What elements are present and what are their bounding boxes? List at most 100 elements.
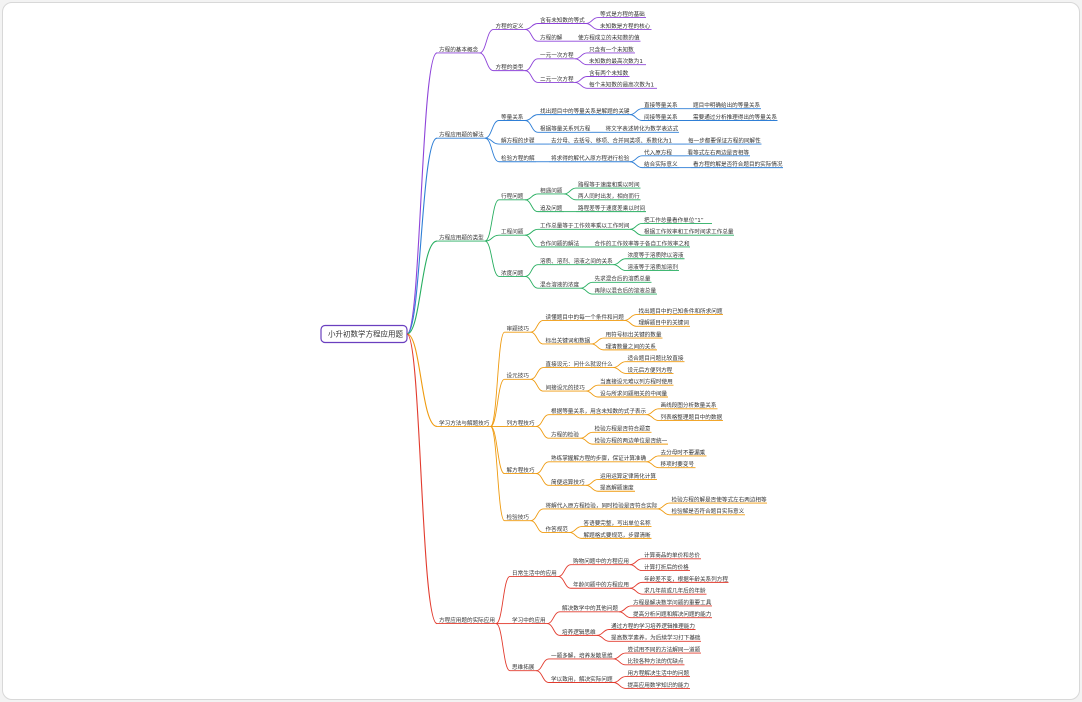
mindmap-node-level-5[interactable]: 需要通过分析推理得出的等量关系	[691, 113, 778, 121]
mindmap-node-level-4[interactable]: 检验方程的解是否使等式左右两边相等	[669, 495, 768, 504]
mindmap-node-level-1[interactable]: 方程应用题的类型	[437, 233, 485, 242]
mindmap-node-level-2[interactable]: 等量关系	[499, 113, 525, 121]
mindmap-node-level-4[interactable]: 等式是方程的基础	[598, 10, 646, 19]
mindmap-node-level-2[interactable]: 浓度问题	[499, 269, 525, 277]
mindmap-node-level-4[interactable]: 年龄差不变，根据年龄关系列方程	[642, 575, 729, 583]
mindmap-node-level-3[interactable]: 直接设元：问什么就设什么	[543, 360, 614, 368]
mindmap-node-level-3[interactable]: 根据等量关系，用含未知数的式子表示	[549, 407, 647, 416]
mindmap-node-level-4[interactable]: 求几年前或几年后的年龄	[642, 587, 707, 595]
mindmap-node-level-3[interactable]: 学以致用，解决实际问题	[549, 675, 614, 683]
mindmap-node-level-4[interactable]: 溶液等于溶质加溶剂	[625, 263, 680, 271]
mindmap-node-level-4[interactable]: 每个未知数的最高次数为1	[587, 81, 657, 89]
mindmap-node-level-4[interactable]: 列表格整理题目中的数据	[658, 413, 724, 422]
mindmap-node-level-4[interactable]: 计算打折后的价格	[642, 563, 690, 572]
mindmap-node-level-3[interactable]: 间接设元的技巧	[543, 384, 587, 392]
mindmap-node-level-4[interactable]: 计算商品的单价和总价	[642, 551, 701, 560]
mindmap-node-level-4[interactable]: 含有两个未知数	[587, 69, 630, 77]
mindmap-node-level-4[interactable]: 方程是解决数学问题的重要工具	[631, 598, 712, 607]
mindmap-node-level-3[interactable]: 找出题目中的等量关系是解题的关键	[538, 107, 630, 116]
mindmap-node-level-4[interactable]: 移项时要变号	[658, 460, 696, 469]
mindmap-node-level-3[interactable]: 作答规范	[543, 525, 570, 533]
mindmap-node-level-3[interactable]: 培养逻辑思维	[560, 628, 597, 636]
mindmap-node-level-4[interactable]: 先求混合后的溶质总量	[592, 275, 652, 283]
mindmap-node-level-1[interactable]: 方程应用题的实际应用	[437, 616, 496, 625]
mindmap-node-level-4[interactable]: 路程差等于速度差乘以时间	[576, 204, 646, 213]
mindmap-node-level-4[interactable]: 再除以混合后的溶液总量	[592, 286, 658, 295]
mindmap-node-level-3[interactable]: 熟练掌握解方程的步骤，保证计算准确	[549, 454, 647, 463]
mindmap-node-level-4[interactable]: 合作的工作效率等于各自工作效率之和	[592, 239, 691, 248]
mindmap-node-level-3[interactable]: 购物问题中的方程应用	[571, 557, 630, 566]
mindmap-node-level-4[interactable]: 找出题目中的已知条件和所求问题	[636, 307, 724, 315]
mindmap-node-level-2[interactable]: 解方程技巧	[504, 466, 537, 475]
mindmap-node-level-2[interactable]: 检验方程的解	[499, 154, 536, 163]
mindmap-node-level-4[interactable]: 设元后方便列方程	[625, 366, 674, 374]
mindmap-node-level-4[interactable]: 根据工作效率和工作时间求工作总量	[642, 228, 734, 236]
mindmap-node-level-2[interactable]: 学习中的应用	[510, 616, 547, 625]
mindmap-node-level-4[interactable]: 提高数学素养，为后续学习打下基础	[609, 634, 701, 642]
mindmap-node-level-4[interactable]: 将文字表述转化为数学表达式	[603, 125, 680, 133]
mindmap-node-level-2[interactable]: 日常生活中的应用	[510, 569, 558, 577]
mindmap-node-level-3[interactable]: 溶质、溶剂、溶液之间的关系	[538, 257, 614, 266]
mindmap-node-level-3[interactable]: 二元一次方程	[538, 75, 575, 83]
mindmap-node-level-3[interactable]: 追及问题	[538, 204, 564, 213]
mindmap-node-level-4[interactable]: 浓度等于溶质除以溶液	[625, 251, 685, 260]
mindmap-node-level-1[interactable]: 方程应用题的解法	[437, 131, 485, 139]
mindmap-node-level-5[interactable]: 看方程的解是否符合题目的实际情况	[691, 160, 783, 169]
mindmap-node-level-3[interactable]: 相遇问题	[538, 186, 564, 195]
mindmap-node-level-2[interactable]: 检验技巧	[504, 513, 531, 522]
mindmap-node-level-2[interactable]: 思维拓展	[510, 663, 536, 672]
mindmap-node-level-3[interactable]: 年龄问题中的方程应用	[571, 581, 630, 589]
mindmap-node-level-3[interactable]: 解决数学中的其他问题	[560, 604, 619, 613]
mindmap-node-level-3[interactable]: 工作总量等于工作效率乘以工作时间	[538, 222, 630, 230]
root-node[interactable]: 小升初数学方程应用题	[320, 324, 408, 344]
mindmap-node-level-4[interactable]: 答语要完整，写出单位名称	[581, 519, 652, 528]
mindmap-node-level-5[interactable]: 看等式左右两边是否相等	[685, 148, 751, 157]
mindmap-node-level-3[interactable]: 将求得的解代入原方程进行检验	[549, 154, 630, 163]
mindmap-node-level-4[interactable]: 只含有一个未知数	[587, 45, 635, 54]
mindmap-node-level-4[interactable]: 使方程成立的未知数的值	[576, 34, 641, 42]
mindmap-node-level-4[interactable]: 提高分析问题和解决问题的能力	[631, 610, 712, 619]
mindmap-node-level-4[interactable]: 理解题目中的关键词	[636, 319, 691, 327]
mindmap-node-level-2[interactable]: 方程的定义	[493, 22, 526, 30]
mindmap-node-level-4[interactable]: 适合题目问题比较直接	[625, 354, 685, 363]
mindmap-node-level-4[interactable]: 设与所求问题相关的中间量	[598, 389, 668, 398]
mindmap-node-level-4[interactable]: 用符号标出关键的数量	[603, 330, 663, 339]
mindmap-node-level-3[interactable]: 一元一次方程	[538, 51, 575, 60]
mindmap-node-level-4[interactable]: 当直接设元难以列方程时使用	[598, 378, 674, 386]
mindmap-node-level-4[interactable]: 画线段图分析数量关系	[658, 401, 718, 410]
mindmap-node-level-4[interactable]: 间接等量关系	[642, 113, 679, 121]
mindmap-node-level-3[interactable]: 简便运算技巧	[549, 478, 586, 486]
mindmap-node-level-4[interactable]: 代入原方程	[642, 148, 674, 157]
mindmap-node-level-4[interactable]: 检验解是否符合题目实际意义	[669, 507, 746, 516]
mindmap-node-level-2[interactable]: 设元技巧	[504, 372, 531, 380]
mindmap-node-level-4[interactable]: 每一步都要保证方程的同解性	[686, 136, 762, 145]
mindmap-node-level-4[interactable]: 提高应用数学知识的能力	[625, 681, 691, 689]
mindmap-node-level-3[interactable]: 含有未知数的等式	[538, 16, 586, 24]
mindmap-node-level-3[interactable]: 将解代入原方程检验，同时检验是否符合实际	[543, 501, 658, 510]
mindmap-node-level-3[interactable]: 方程的检验	[549, 431, 581, 439]
mindmap-node-level-3[interactable]: 标出关键词和数据	[543, 336, 592, 345]
mindmap-node-level-2[interactable]: 解方程的步骤	[499, 136, 536, 145]
mindmap-node-level-4[interactable]: 检验方程的两边单位是否统一	[592, 437, 669, 445]
mindmap-node-level-2[interactable]: 工程问题	[499, 228, 525, 236]
mindmap-node-level-3[interactable]: 一题多解，培养发散思维	[549, 651, 614, 660]
mindmap-node-level-4[interactable]: 运用运算定律简化计算	[598, 472, 657, 480]
mindmap-node-level-3[interactable]: 合作问题的解法	[538, 239, 581, 248]
mindmap-node-level-5[interactable]: 题目中明确给出的等量关系	[691, 101, 761, 110]
mindmap-node-level-4[interactable]: 去分母时不要漏乘	[658, 448, 707, 457]
mindmap-node-level-1[interactable]: 学习方法与解题技巧	[437, 419, 491, 427]
mindmap-node-level-4[interactable]: 两人同时出发，相向而行	[576, 192, 641, 201]
mindmap-node-level-4[interactable]: 提高解题速度	[598, 484, 635, 492]
mindmap-node-level-4[interactable]: 理清数量之间的关系	[603, 342, 658, 351]
mindmap-node-level-3[interactable]: 根据等量关系列方程	[538, 125, 592, 133]
mindmap-node-level-4[interactable]: 通过方程的学习培养逻辑推理能力	[609, 622, 696, 630]
mindmap-node-level-4[interactable]: 比较各种方法的优缺点	[625, 657, 685, 666]
mindmap-node-level-4[interactable]: 解题格式要规范，步骤清晰	[581, 531, 652, 539]
mindmap-node-level-4[interactable]: 直接等量关系	[642, 101, 679, 110]
mindmap-node-level-3[interactable]: 混合溶液的浓度	[538, 281, 581, 289]
mindmap-node-level-4[interactable]: 未知数是方程的核心	[598, 22, 652, 30]
mindmap-node-level-2[interactable]: 方程的类型	[493, 63, 526, 72]
mindmap-node-level-3[interactable]: 去分母、去括号、移项、合并同类项、系数化为1	[549, 136, 674, 145]
mindmap-node-level-3[interactable]: 读懂题目中的每一个条件和问题	[543, 313, 625, 321]
mindmap-node-level-2[interactable]: 审题技巧	[504, 325, 531, 333]
